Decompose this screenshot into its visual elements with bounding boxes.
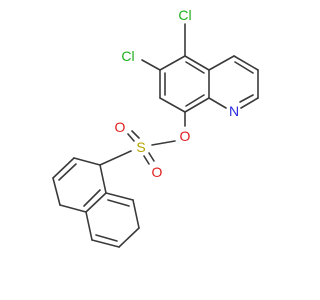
- bond: [131, 130, 140, 139]
- bond: [148, 152, 155, 162]
- bond: [52, 177, 61, 206]
- atom-label-o: O: [180, 128, 191, 144]
- atom-label-n: N: [229, 103, 239, 119]
- bond: [132, 199, 140, 229]
- bond: [85, 211, 93, 241]
- bond: [95, 234, 118, 242]
- bond: [58, 163, 77, 181]
- bond: [83, 189, 101, 207]
- bond: [184, 55, 210, 71]
- bond: [159, 55, 186, 71]
- bond: [185, 94, 205, 107]
- bond: [159, 97, 186, 113]
- bond: [141, 59, 161, 71]
- bond: [208, 97, 227, 109]
- atom-label-cl: Cl: [178, 7, 191, 23]
- bond: [234, 61, 254, 74]
- bond: [91, 239, 120, 248]
- bond: [105, 192, 134, 201]
- bond: [208, 55, 235, 71]
- bond: [52, 157, 75, 179]
- structure-canvas: Cl Cl N O S O O: [52, 7, 259, 248]
- bond: [99, 164, 107, 194]
- molecule-structure: Cl Cl N O S O O: [52, 7, 259, 248]
- bond: [143, 155, 150, 165]
- atom-label-s: S: [136, 139, 145, 155]
- bond: [59, 204, 87, 213]
- bond: [239, 94, 254, 103]
- bond: [85, 192, 107, 213]
- bond: [73, 157, 101, 166]
- bond: [240, 97, 259, 109]
- atom-label-o: O: [115, 119, 126, 135]
- atom-label-cl: Cl: [121, 48, 134, 64]
- bond: [107, 199, 130, 207]
- atom-label-o: O: [152, 164, 163, 180]
- bond: [127, 133, 135, 142]
- bond: [151, 140, 176, 146]
- bond: [233, 55, 259, 71]
- bond: [184, 97, 210, 113]
- bond: [118, 227, 140, 248]
- bond: [185, 61, 205, 74]
- bond: [99, 150, 132, 166]
